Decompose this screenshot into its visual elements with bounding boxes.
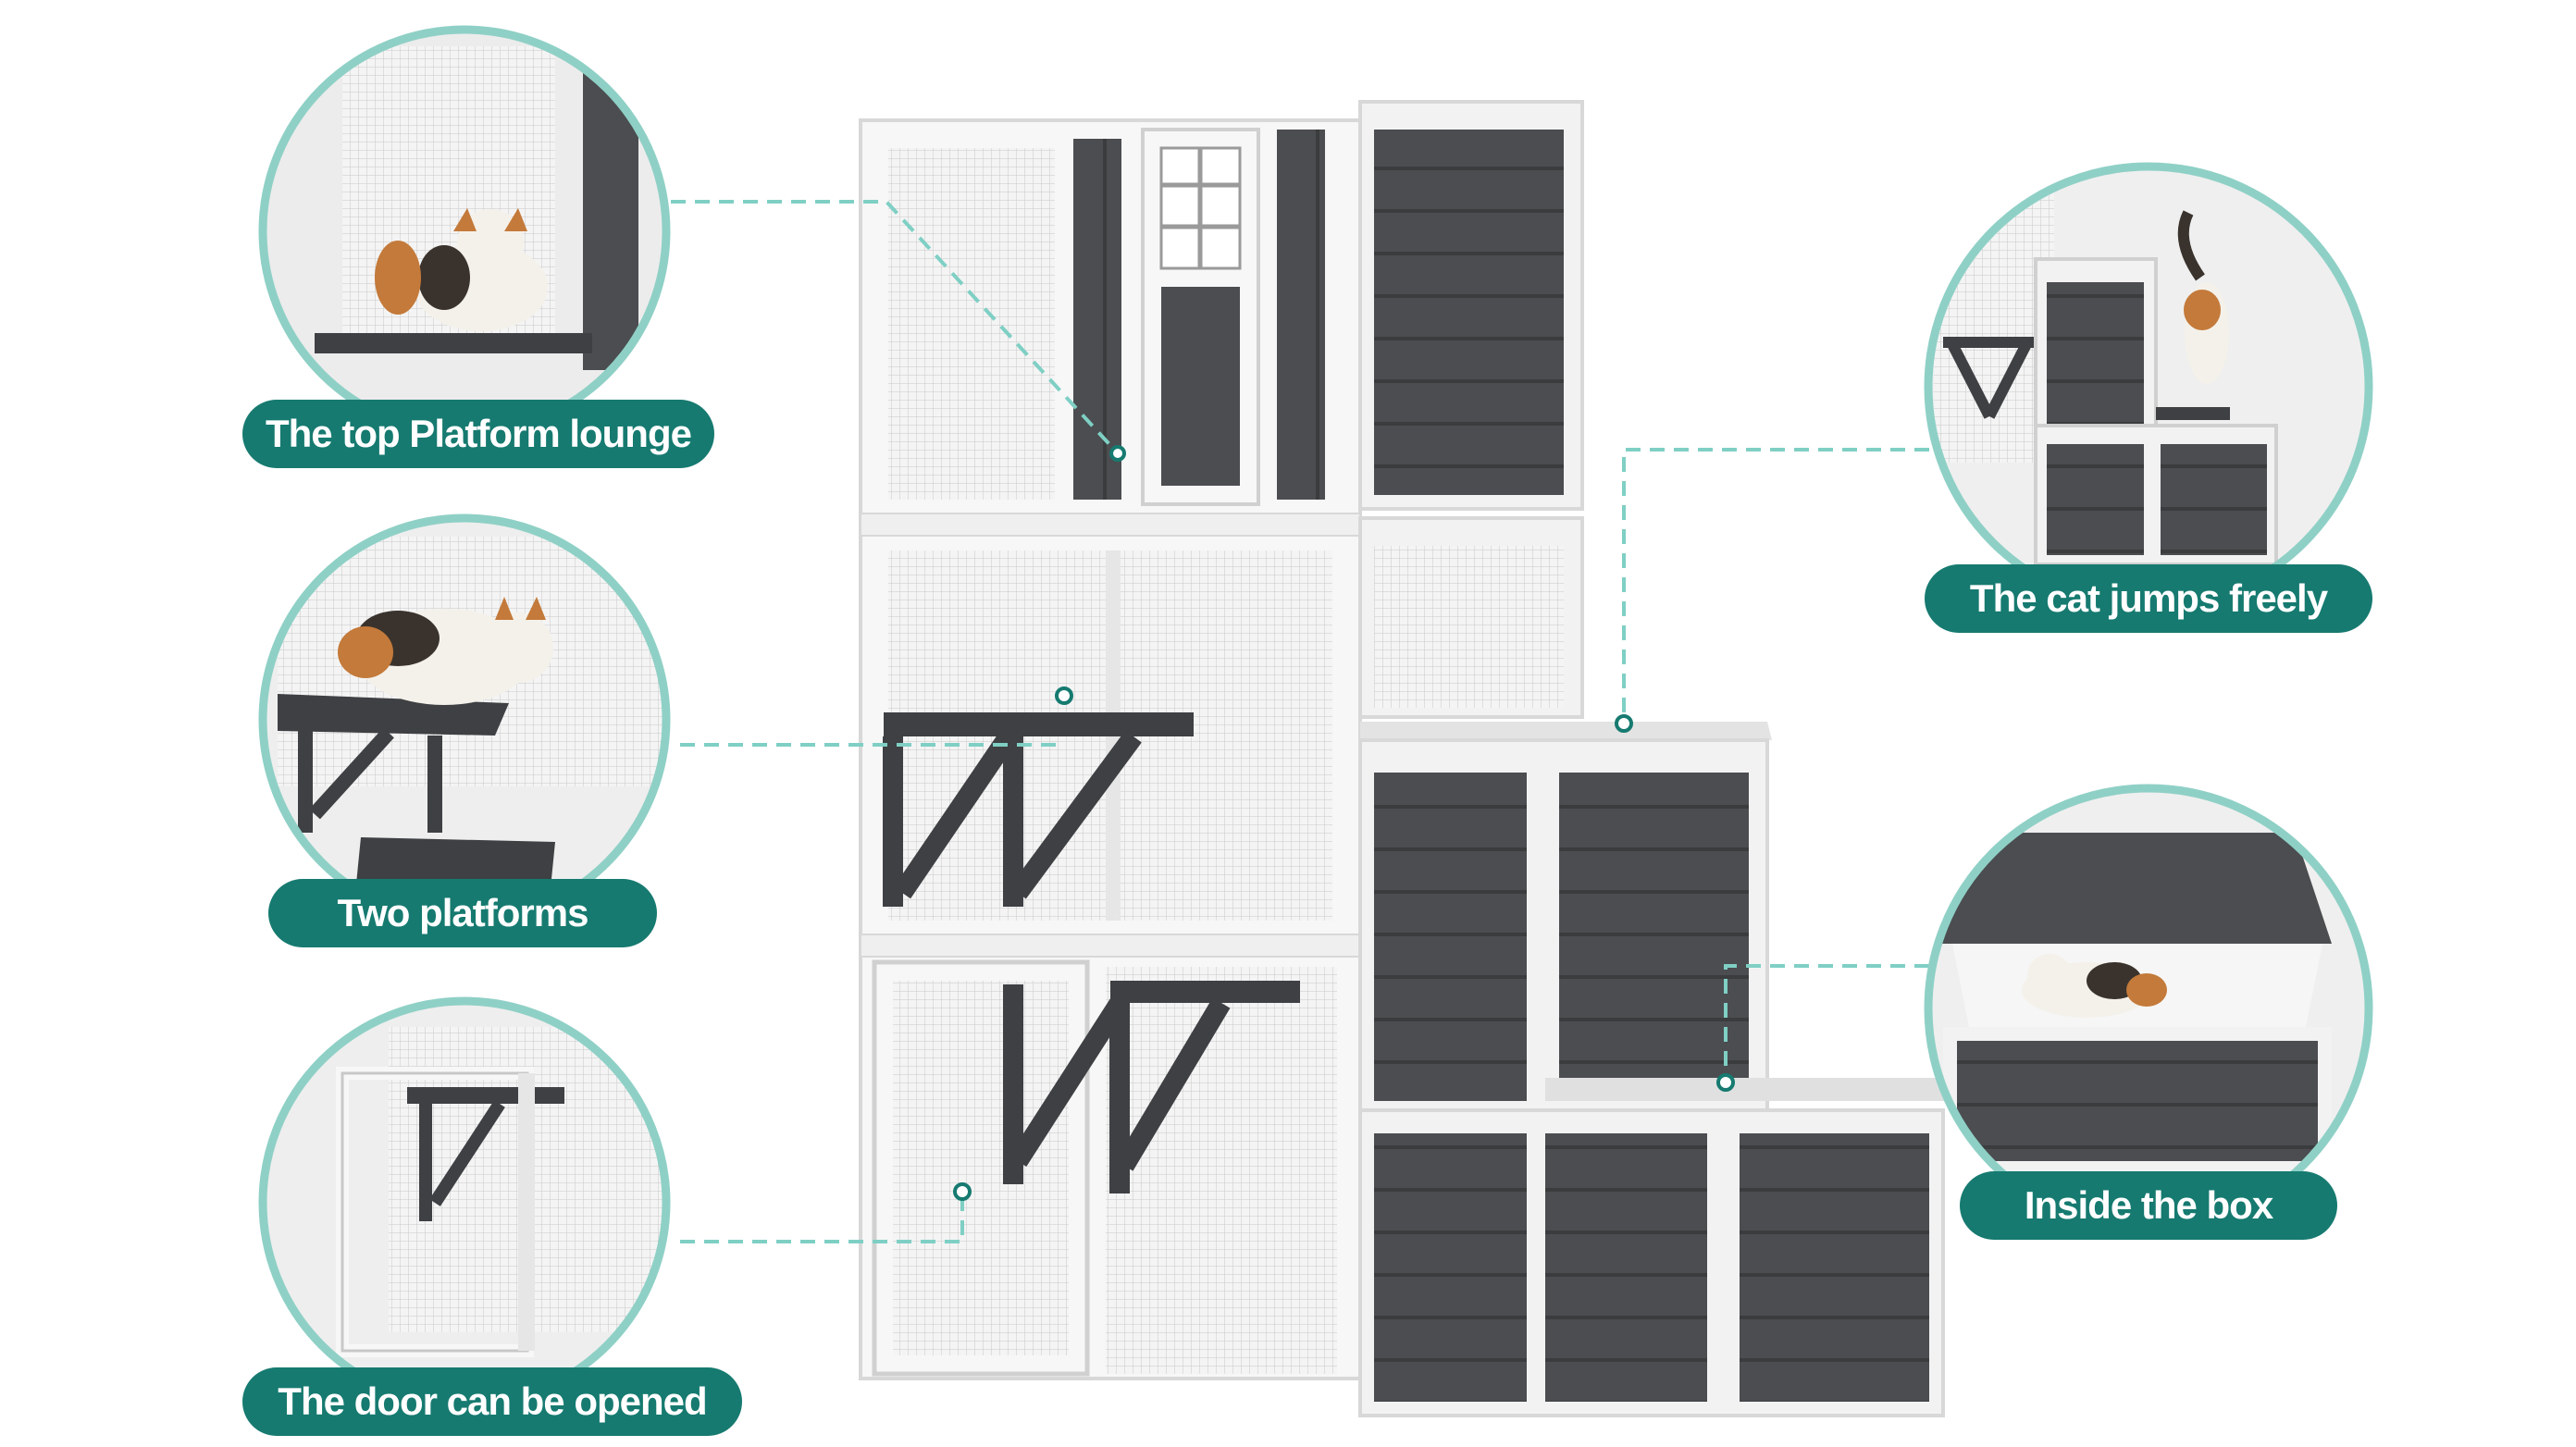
label-cat-jumps-freely: The cat jumps freely [1925,564,2372,633]
label-door-can-be-opened: The door can be opened [242,1367,742,1436]
callout-image-top-lounge [258,25,671,438]
callout-image-cat-jumps [1924,162,2373,612]
connector-dots [953,445,1735,1201]
callout-image-two-platforms [258,513,671,926]
callout-image-door-opened [258,996,671,1409]
label-inside-the-box: Inside the box [1960,1171,2337,1240]
catio-main [859,100,1948,1417]
connector-lines [671,200,1929,1243]
callout-image-inside-box [1924,784,2373,1233]
label-top-platform-lounge: The top Platform lounge [242,400,714,468]
label-two-platforms: Two platforms [268,879,657,947]
